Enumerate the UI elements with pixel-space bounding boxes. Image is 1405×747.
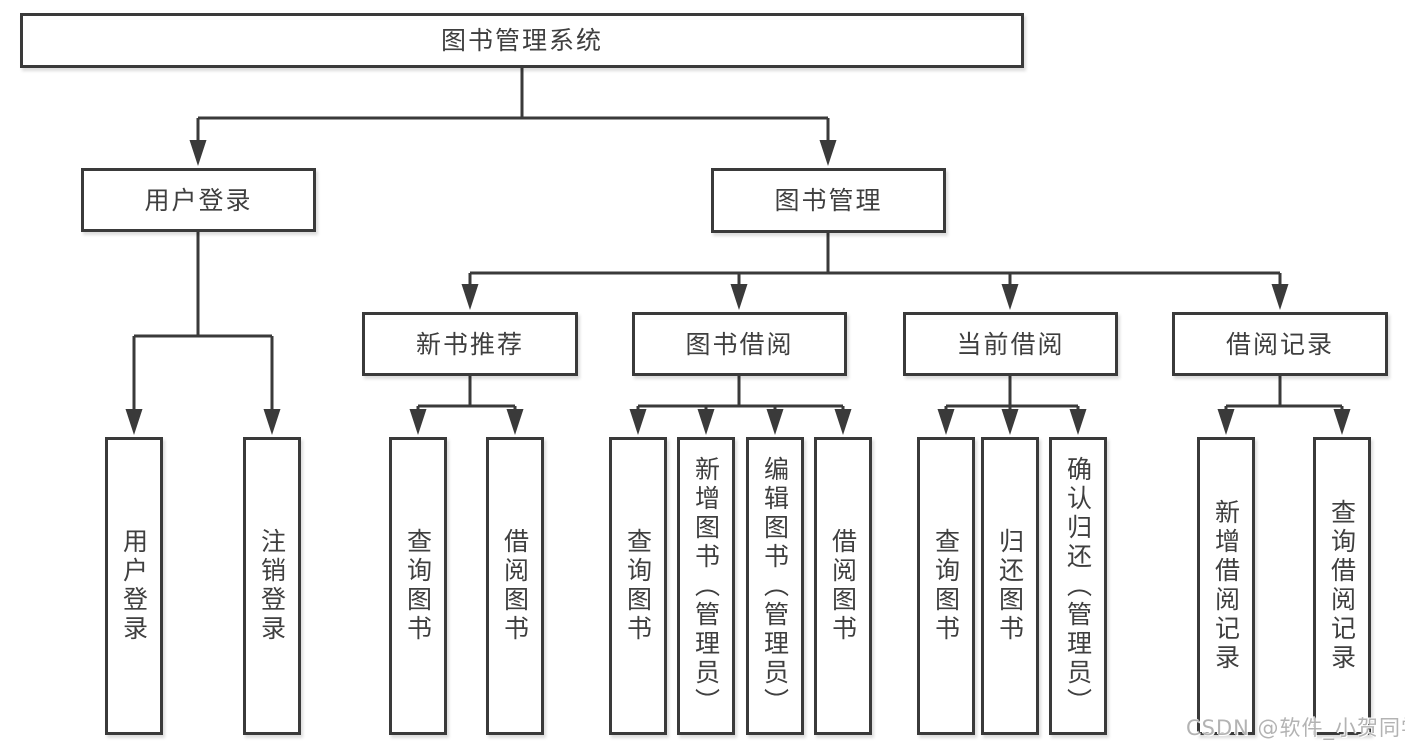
arrow-down-icon	[766, 409, 784, 435]
arrowheads	[125, 140, 1351, 435]
node-label: 借阅图书	[500, 528, 530, 644]
node-label: 查询借阅记录	[1327, 499, 1357, 673]
leaf-add-borrow-record: 新增借阅记录	[1197, 437, 1255, 735]
node-label: 用户登录	[119, 528, 149, 644]
arrow-down-icon	[1217, 409, 1235, 435]
node-label: 查询图书	[931, 528, 961, 644]
node-label: 确认归还（管理员）	[1063, 455, 1093, 717]
node-label: 查询图书	[403, 528, 433, 644]
csdn-watermark: CSDN @软件_小贺同学	[1186, 716, 1405, 740]
arrow-down-icon	[125, 409, 143, 435]
node-label: 图书管理	[774, 186, 883, 215]
node-label: 注销登录	[257, 528, 287, 644]
arrow-down-icon	[1333, 409, 1351, 435]
leaf-logout: 注销登录	[243, 437, 301, 735]
node-current-borrowing: 当前借阅	[903, 312, 1118, 376]
arrow-down-icon	[1069, 409, 1087, 435]
leaf-confirm-return-admin: 确认归还（管理员）	[1049, 437, 1107, 735]
arrow-down-icon	[506, 409, 524, 435]
leaf-edit-books-admin: 编辑图书（管理员）	[746, 437, 804, 735]
node-label: 借阅图书	[828, 528, 858, 644]
leaf-query-books-3: 查询图书	[917, 437, 975, 735]
arrow-down-icon	[937, 409, 955, 435]
leaf-query-books-1: 查询图书	[389, 437, 447, 735]
arrow-down-icon	[1001, 409, 1019, 435]
leaf-query-books-2: 查询图书	[609, 437, 667, 735]
node-label: 编辑图书（管理员）	[760, 455, 790, 717]
node-user-login-branch: 用户登录	[81, 168, 316, 232]
node-root-system: 图书管理系统	[20, 13, 1024, 68]
leaf-borrow-books-2: 借阅图书	[814, 437, 872, 735]
node-label: 图书借阅	[685, 329, 794, 359]
node-book-borrowing: 图书借阅	[632, 312, 847, 376]
node-book-management: 图书管理	[711, 168, 946, 233]
node-label: 查询图书	[623, 528, 653, 644]
node-label: 归还图书	[995, 528, 1025, 644]
leaf-add-books-admin: 新增图书（管理员）	[677, 437, 735, 735]
arrow-down-icon	[263, 409, 281, 435]
arrow-down-icon	[730, 284, 748, 310]
arrow-down-icon	[189, 140, 207, 166]
leaf-return-books: 归还图书	[981, 437, 1039, 735]
node-label: 新书推荐	[415, 329, 524, 359]
node-label: 新增图书（管理员）	[691, 455, 721, 717]
arrow-down-icon	[629, 409, 647, 435]
node-new-book-recommend: 新书推荐	[362, 312, 578, 376]
leaf-query-borrow-record: 查询借阅记录	[1313, 437, 1371, 735]
node-label: 当前借阅	[956, 329, 1065, 359]
arrow-down-icon	[697, 409, 715, 435]
node-label: 借阅记录	[1225, 329, 1334, 359]
arrow-down-icon	[1001, 284, 1019, 310]
node-label: 新增借阅记录	[1211, 499, 1241, 673]
node-label: 用户登录	[144, 185, 253, 215]
leaf-borrow-books-1: 借阅图书	[486, 437, 544, 735]
arrow-down-icon	[1271, 284, 1289, 310]
arrow-down-icon	[409, 409, 427, 435]
node-label: 图书管理系统	[440, 26, 603, 55]
leaf-user-login: 用户登录	[105, 437, 163, 735]
node-borrowing-records: 借阅记录	[1172, 312, 1388, 376]
arrow-down-icon	[461, 284, 479, 310]
arrow-down-icon	[819, 140, 837, 166]
arrow-down-icon	[834, 409, 852, 435]
